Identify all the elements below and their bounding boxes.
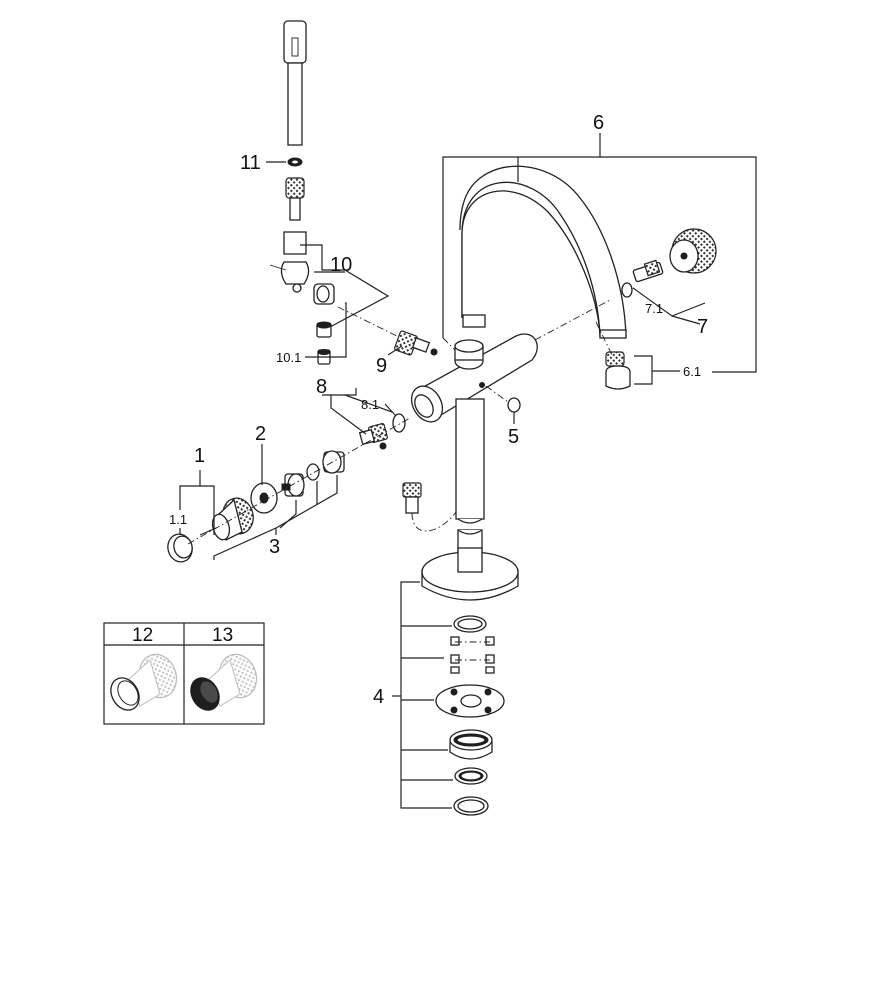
label-8: 8	[316, 376, 327, 398]
label-7: 7	[697, 316, 708, 338]
part-3-extension-set	[281, 450, 345, 497]
label-2: 2	[255, 423, 266, 445]
part-9-diverter-cartridge	[394, 330, 438, 356]
part-10-wall-holder	[269, 231, 335, 338]
hose-connector	[402, 482, 422, 514]
mixer-body	[410, 333, 538, 520]
variant-12-illustration	[110, 653, 178, 711]
part-1-1-cap	[167, 533, 193, 563]
part-8-cartridge	[358, 423, 388, 450]
finish-variants-table: 12 13	[103, 622, 265, 725]
part-11-washer	[287, 157, 303, 167]
part-7-1-oring	[621, 282, 633, 298]
variant-header-12: 12	[132, 625, 153, 646]
variant-header-13: 13	[212, 625, 233, 646]
label-10: 10	[330, 254, 352, 276]
part-7-handle	[632, 228, 717, 283]
hose-nut-knurled	[285, 177, 305, 221]
part-1-handle	[199, 497, 254, 541]
label-8-1: 8.1	[361, 397, 379, 412]
label-6: 6	[593, 112, 604, 134]
label-3: 3	[269, 536, 280, 558]
label-10-1: 10.1	[276, 350, 301, 365]
part-2-rosette	[250, 482, 278, 514]
label-9: 9	[376, 355, 387, 377]
label-6-1: 6.1	[683, 364, 701, 379]
variant-13-illustration	[190, 653, 258, 711]
hand-shower	[283, 20, 307, 146]
label-5: 5	[508, 426, 519, 448]
part-8-1-oring	[392, 413, 406, 433]
part-6-spout	[459, 165, 627, 339]
label-1: 1	[194, 445, 205, 467]
part-4-mounting-set	[421, 547, 519, 816]
label-1-1: 1.1	[169, 512, 187, 527]
label-4: 4	[373, 686, 384, 708]
part-6-1-aerator	[605, 351, 631, 390]
label-7-1: 7.1	[645, 301, 663, 316]
part-5-plug	[507, 397, 521, 413]
label-11: 11	[240, 152, 261, 174]
